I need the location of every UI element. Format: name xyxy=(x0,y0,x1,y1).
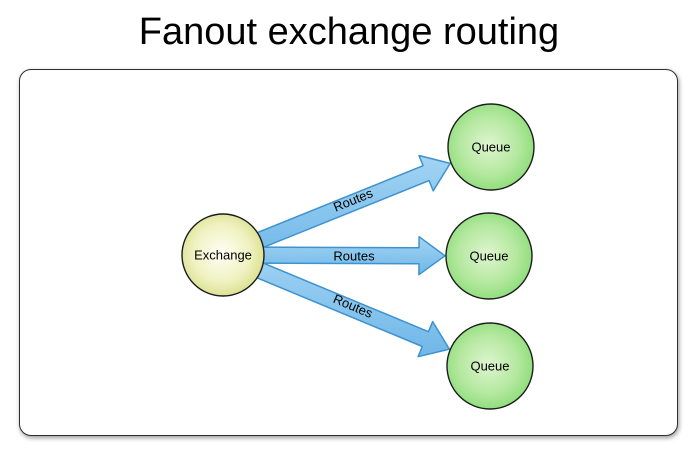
queue-top-node xyxy=(447,103,535,191)
fanout-diagram: RoutesRoutesRoutesExchangeQueueQueueQueu… xyxy=(181,103,535,410)
queue-bottom-label: Queue xyxy=(470,359,509,374)
diagram-title: Fanout exchange routing xyxy=(138,11,560,53)
queue-middle-node xyxy=(445,212,533,300)
queue-bottom-node xyxy=(446,322,534,410)
queue-middle-label: Queue xyxy=(469,249,508,264)
route-label-queue-middle: Routes xyxy=(333,249,375,264)
exchange-label: Exchange xyxy=(194,248,252,263)
queue-top-label: Queue xyxy=(471,140,510,155)
exchange-node xyxy=(181,213,265,297)
